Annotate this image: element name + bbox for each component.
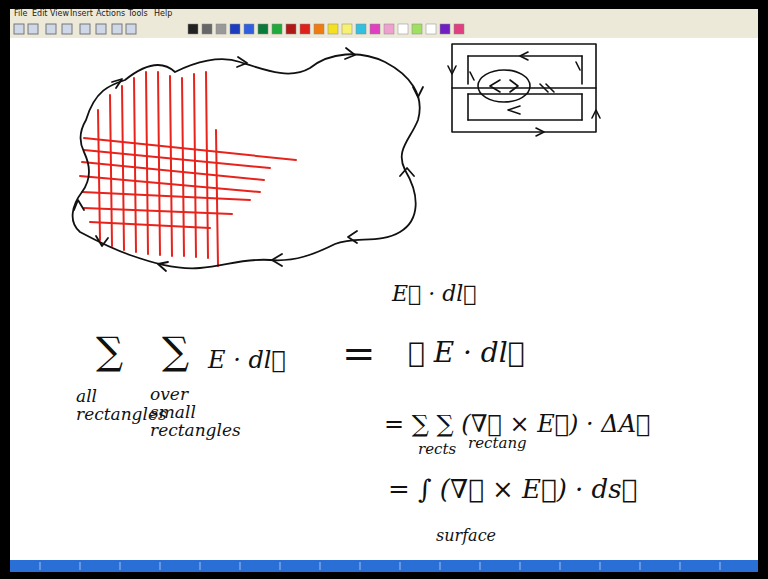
sum-index-note: rects [418, 442, 456, 458]
integrand: E⃗ · dl⃗ [392, 282, 477, 305]
line-integral: ∮ E · dl⃗ [408, 338, 525, 367]
sum-index-note: rectang [468, 436, 527, 452]
closed-loop [73, 48, 423, 271]
surface-integral: = ∫ (∇⃗ × E⃗) · ds⃗ [388, 476, 637, 503]
sum-symbol: ∑ [96, 332, 123, 372]
sum-index-note: over small rectangles [150, 386, 220, 440]
menu-item: Actions [96, 10, 125, 18]
menu-item: Tools [128, 10, 148, 18]
equals-sign: = [342, 332, 376, 374]
menu-item: Edit [32, 10, 48, 18]
menu-item: File [14, 10, 27, 18]
sum-index-note: all rectangles [76, 388, 136, 424]
sum-symbol: ∑ [162, 332, 189, 372]
menu-item: View [50, 10, 69, 18]
surface-note: surface [436, 528, 496, 545]
curl-sum: = ∑ ∑ (∇⃗ × E⃗) · ΔA⃗ [384, 412, 650, 437]
rectangle-grid [80, 72, 296, 266]
adjacent-rectangles [448, 44, 600, 136]
menu-item: Insert [70, 10, 93, 18]
integrand: E · dl⃗ [208, 348, 286, 373]
menu-item: Help [154, 10, 172, 18]
